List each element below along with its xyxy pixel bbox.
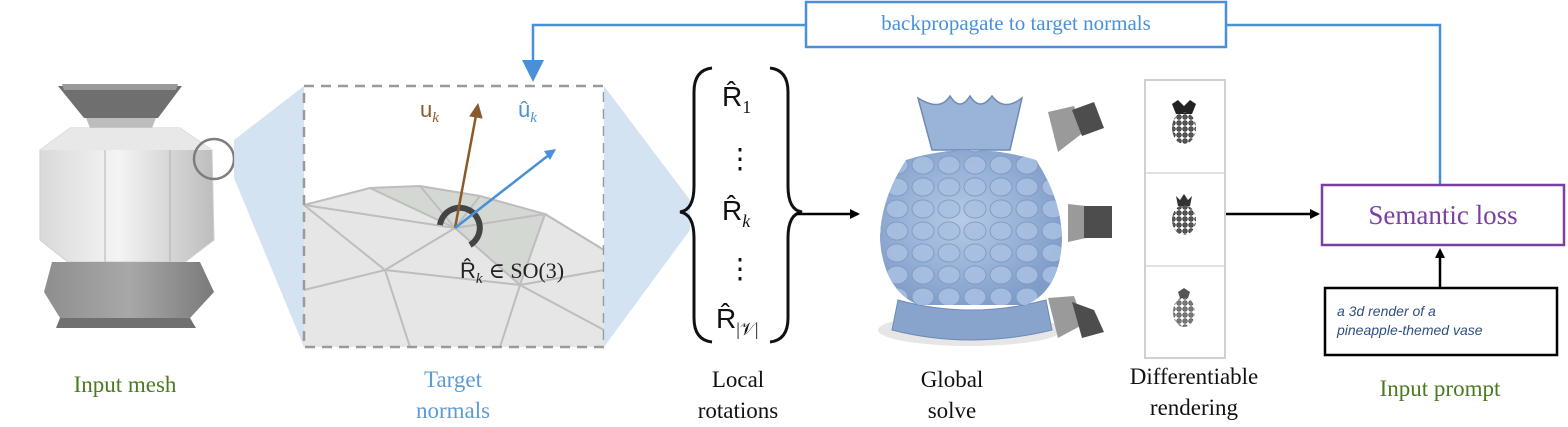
rotation-k: R̂k <box>722 195 751 231</box>
render-thumbnail <box>1173 288 1195 327</box>
camera-icon <box>1068 204 1112 242</box>
rotation-v: R̂|𝒱| <box>716 303 758 339</box>
feedback-arrowhead <box>522 60 544 82</box>
feedback-line-right <box>1226 23 1442 184</box>
label-input-mesh: Input mesh <box>74 372 177 397</box>
input-mesh-figure <box>39 84 236 328</box>
zoom-panel: uk ûk R̂k∈ SO(3) <box>302 84 606 349</box>
feedback-line-left <box>531 23 806 62</box>
feedback-label: backpropagate to target normals <box>881 11 1151 35</box>
uhat-k-arrow <box>454 150 555 229</box>
label-target-normals-2: normals <box>416 398 490 423</box>
label-global-solve-2: solve <box>928 398 977 423</box>
label-input-prompt: Input prompt <box>1380 376 1501 401</box>
local-rotations-set: R̂1 ⋮ R̂k ⋮ R̂|𝒱| <box>679 66 803 344</box>
zoom-projection-left <box>234 86 304 347</box>
rotation-arc <box>437 204 483 248</box>
render-thumbnail <box>1172 194 1196 235</box>
camera-icon <box>1048 102 1104 152</box>
label-local-rotations-2: rotations <box>698 398 779 423</box>
label-target-normals-1: Target <box>424 367 483 392</box>
feedback-loop: backpropagate to target normals <box>522 0 1442 184</box>
ellipsis-lower: ⋮ <box>726 254 754 285</box>
semantic-loss-label: Semantic loss <box>1368 200 1517 230</box>
prompt-box <box>1323 286 1559 357</box>
zoom-projection-right <box>604 86 690 347</box>
left-brace <box>679 66 713 344</box>
pineapple-vase-figure <box>878 94 1062 346</box>
rotation-caption: R̂k∈ SO(3) <box>460 258 564 287</box>
u-k-label: uk <box>420 97 439 126</box>
render-panel <box>1144 79 1226 359</box>
right-brace <box>769 66 803 344</box>
ellipsis-upper: ⋮ <box>726 144 754 175</box>
label-diff-rendering-1: Differentiable <box>1130 364 1259 389</box>
label-global-solve-1: Global <box>921 367 984 392</box>
label-diff-rendering-2: rendering <box>1150 395 1239 420</box>
uhat-k-label: ûk <box>518 97 537 126</box>
prompt-line-2: pineapple-themed vase <box>1336 322 1483 338</box>
label-local-rotations-1: Local <box>712 367 764 392</box>
rotation-1: R̂1 <box>722 81 751 117</box>
render-thumbnail <box>1172 100 1196 144</box>
camera-icon <box>1048 296 1104 338</box>
prompt-line-1: a 3d render of a <box>1337 303 1436 319</box>
semantic-loss-box <box>1320 183 1566 247</box>
u-k-arrow <box>453 109 479 229</box>
